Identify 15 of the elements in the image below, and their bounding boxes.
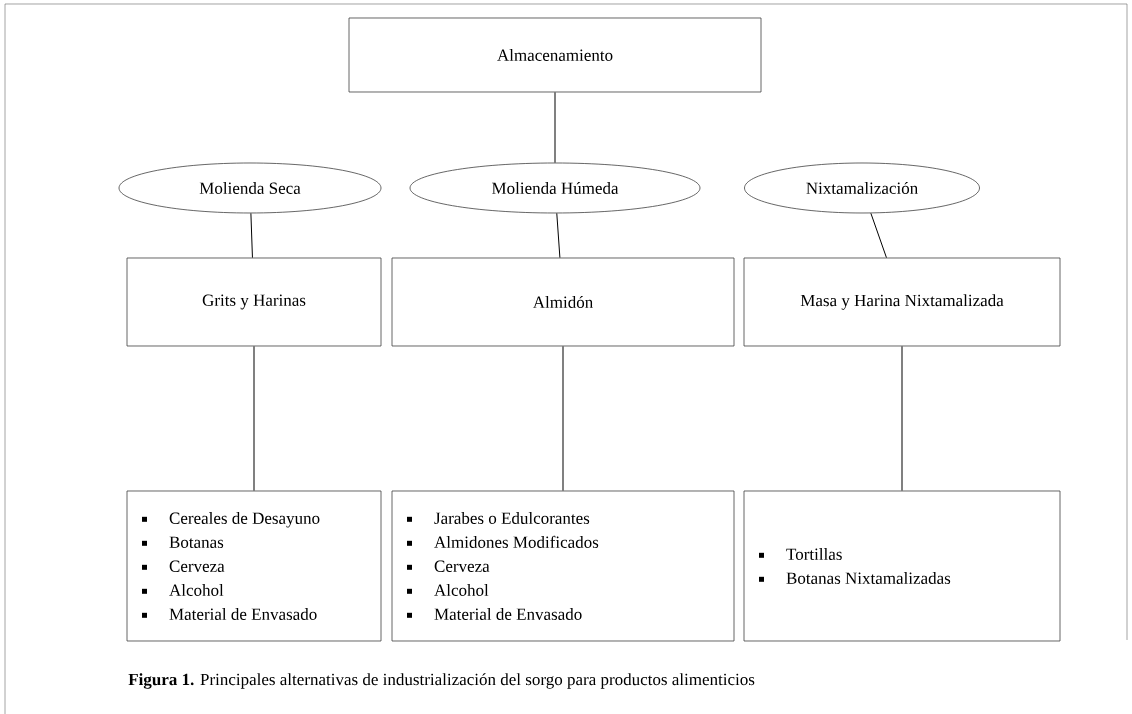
process-box: Almidón: [391, 257, 735, 347]
connector-line: [253, 345, 255, 492]
connector-line: [562, 345, 564, 492]
product-list-box: Jarabes o Edulcorantes Almidones Modificados Cerveza Alcohol Material de Envasado: [391, 490, 735, 642]
process-box: Almacenamiento: [348, 17, 762, 93]
process-box: Grits y Harinas: [126, 257, 382, 347]
connector-line: [901, 345, 903, 492]
caption: Figura 1. Principales alternativas de industrialización del sorgo para productos alimenticios: [128, 673, 755, 689]
process-box: Masa y Harina Nixtamalizada: [743, 257, 1061, 347]
product-list-box: Cereales de Desayuno Botanas Cerveza Alcohol Material de Envasado: [126, 490, 382, 642]
connector-line: [554, 91, 556, 164]
product-list-box: Tortillas Botanas Nixtamalizadas: [743, 490, 1061, 642]
connector-line: [556, 212, 561, 259]
connector-line: [870, 212, 887, 259]
connector-line: [250, 212, 253, 259]
